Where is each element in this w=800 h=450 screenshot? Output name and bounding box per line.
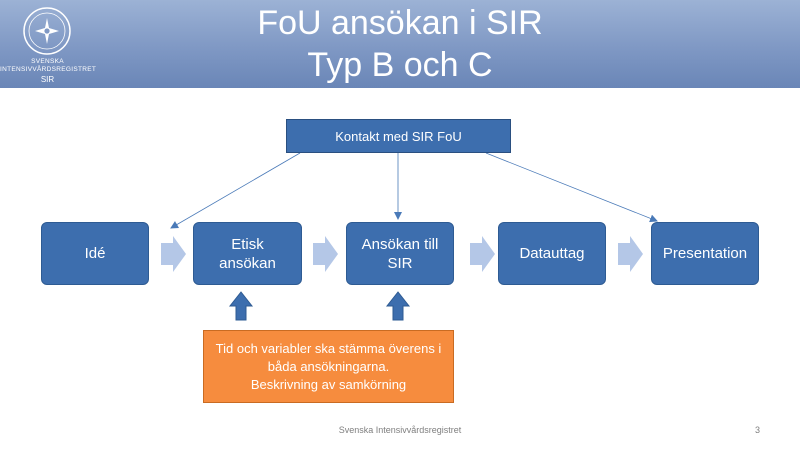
- sir-seal-logo: [23, 7, 71, 55]
- note-line2: båda ansökningarna.: [267, 358, 390, 374]
- page-number: 3: [754, 425, 760, 435]
- step-ansokan-label-line1: Ansökan till: [361, 235, 439, 253]
- slide-title-line1: FoU ansökan i SIR: [257, 4, 543, 42]
- connector-contact-to-presentation: [485, 152, 658, 223]
- contact-sir-fou-box: Kontakt med SIR FoU: [286, 119, 511, 153]
- flow-arrow-1: [161, 236, 186, 272]
- logo-text-registry: Intensivvårdsregistret: [0, 66, 97, 73]
- step-etisk-label-line1: Etisk: [231, 235, 264, 253]
- step-ide: Idé: [41, 222, 149, 285]
- flow-arrow-4: [618, 236, 643, 272]
- step-datauttag-label: Datauttag: [519, 245, 585, 262]
- step-ansokan-label-line2: SIR: [387, 254, 413, 272]
- footer-text: Svenska Intensivvårdsregistret: [338, 425, 462, 435]
- connector-contact-to-ide: [170, 152, 301, 229]
- step-etisk-ansokan: Etisk ansökan: [193, 222, 302, 285]
- title-banner: Svenska Intensivvårdsregistret SIR FoU a…: [0, 0, 800, 88]
- slide-title: FoU ansökan i SIR Typ B och C: [100, 2, 700, 86]
- step-presentation: Presentation: [651, 222, 759, 285]
- logo-text-sir: SIR: [40, 75, 55, 84]
- step-presentation-label: Presentation: [662, 245, 748, 262]
- flow-arrow-2: [313, 236, 338, 272]
- note-line1: Tid och variabler ska stämma överens i: [215, 340, 442, 356]
- note-line3: Beskrivning av samkörning: [250, 376, 407, 392]
- step-etisk-label-line2: ansökan: [219, 254, 276, 272]
- requirements-note: Tid och variabler ska stämma överens i b…: [203, 330, 454, 403]
- step-ide-label: Idé: [84, 245, 106, 262]
- slide-title-line2: Typ B och C: [307, 46, 493, 84]
- step-ansokan-till-sir: Ansökan till SIR: [346, 222, 454, 285]
- logo-text-svenska: Svenska: [31, 58, 64, 65]
- up-arrow-etisk: [228, 291, 254, 321]
- flow-arrow-3: [470, 236, 495, 272]
- step-datauttag: Datauttag: [498, 222, 606, 285]
- up-arrow-ansokan: [385, 291, 411, 321]
